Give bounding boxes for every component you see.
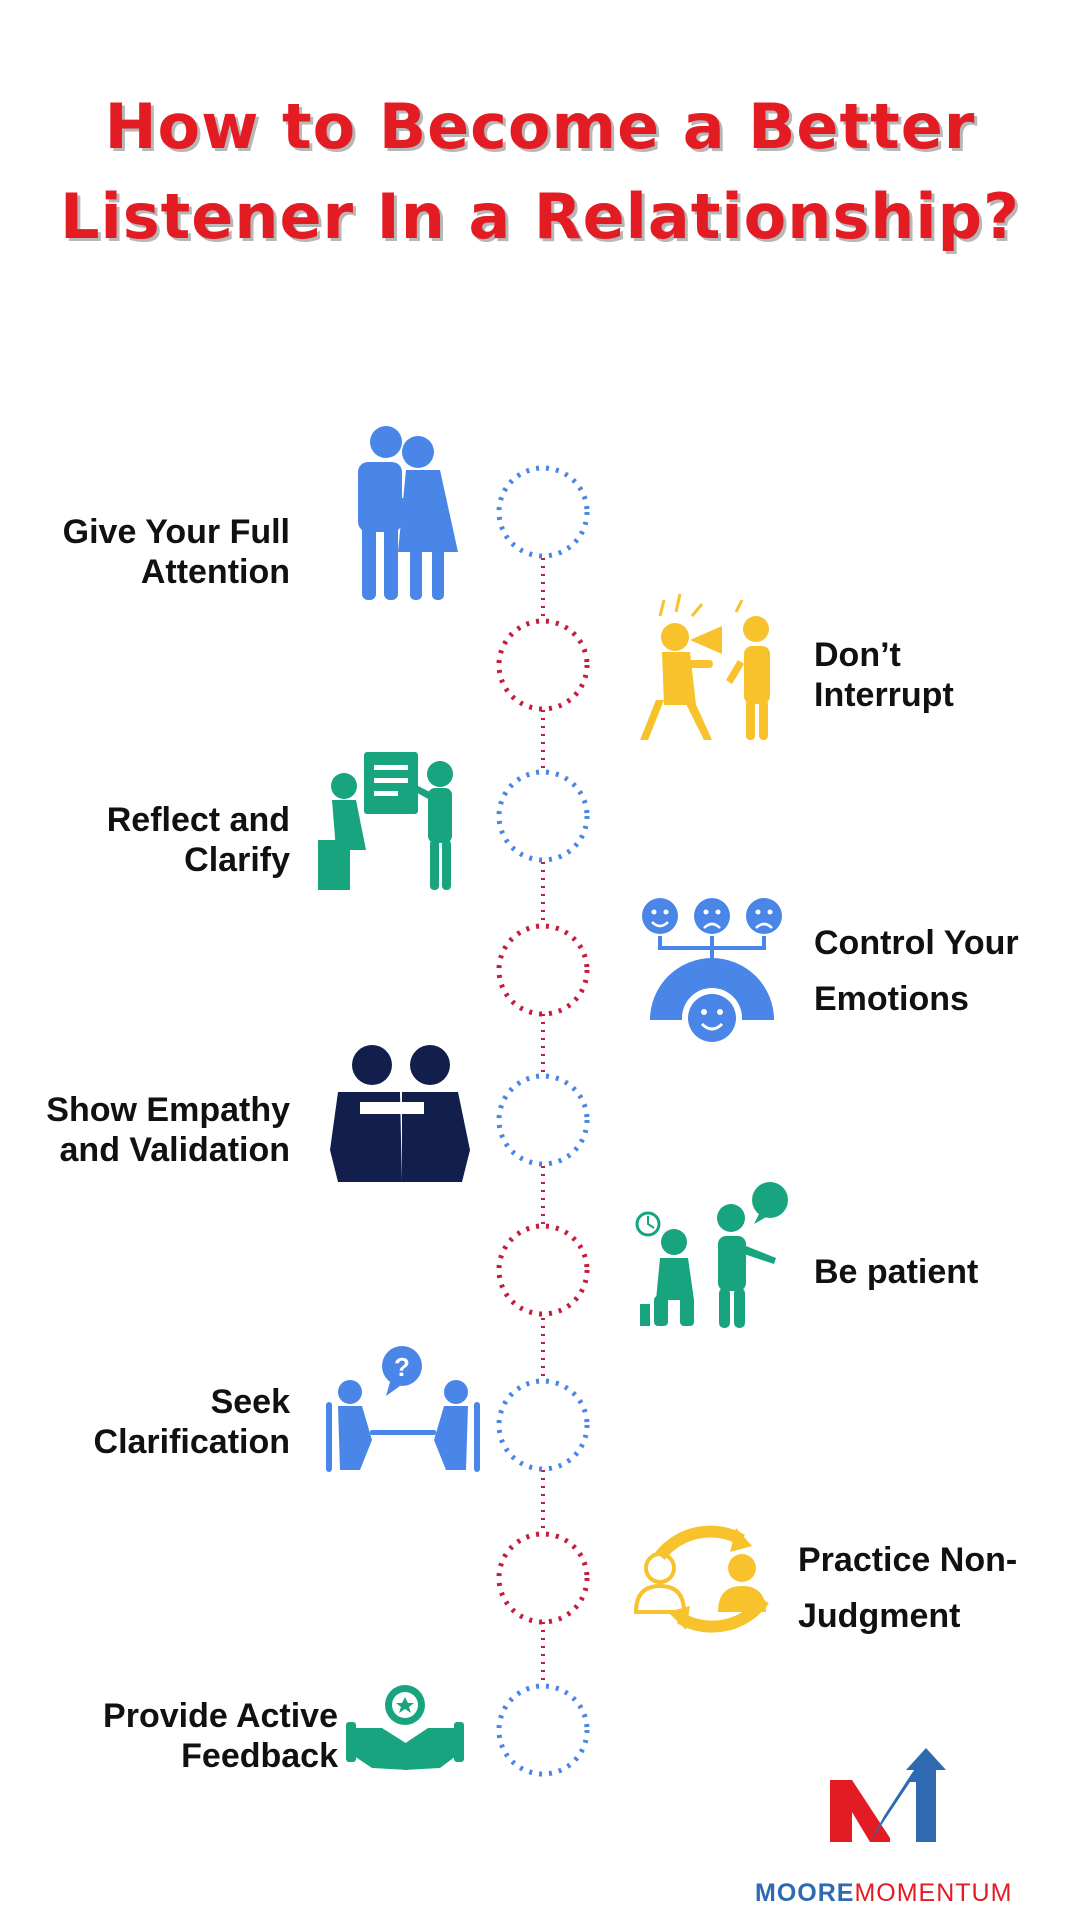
title-line-1: How to Become a Better [104,90,976,163]
presentation-board-icon [318,752,453,890]
title-line-2: Listener In a Relationship? [59,180,1021,253]
step-label-line: Be patient [814,1253,979,1291]
comforting-people-icon [330,1045,470,1182]
step-label-line: Seek [210,1383,290,1421]
svg-text:?: ? [394,1352,410,1382]
step-label-line: Provide Active [103,1697,338,1735]
timeline-ring [496,1683,590,1777]
exchange-people-icon [633,1525,769,1633]
step-label-line: Clarification [93,1423,290,1461]
question-conversation-icon: ? [326,1346,480,1472]
step-label-attention: Give Your Full Attention [20,512,290,592]
brand-part-2: MOMENTUM [854,1879,1013,1907]
step-label-reflect: Reflect and Clarify [20,800,290,880]
step-label-clarification: Seek Clarification [20,1382,290,1462]
handshake-badge-icon [346,1685,464,1770]
timeline-ring [496,465,590,559]
step-label-empathy: Show Empathy and Validation [10,1090,290,1170]
step-label-line: Reflect and [106,801,290,839]
timeline-ring [496,769,590,863]
waiting-people-icon [635,1182,788,1328]
step-label-line: Judgment [798,1597,961,1635]
mm-arrow-logo [830,1748,946,1842]
step-label-line: Clarify [184,841,290,879]
brand-wordmark: MOOREMOMENTUM [755,1879,1012,1908]
step-label-line: and Validation [59,1131,290,1169]
timeline-ring [496,1223,590,1317]
emotion-gauge-icon [642,898,782,1048]
timeline-ring [496,1073,590,1167]
step-label-line: Show Empathy [46,1091,290,1129]
step-label-non-judgment: Practice Non- Judgment [798,1532,1068,1644]
step-label-line: Feedback [181,1737,338,1775]
step-label-interrupt: Don’t Interrupt [814,635,1064,715]
step-label-line: Interrupt [814,676,954,714]
step-label-line: Don’t [814,636,901,674]
step-label-line: Control Your [814,924,1019,962]
shouting-megaphone-icon [640,593,770,740]
timeline-ring [496,1531,590,1625]
timeline-ring [496,1378,590,1472]
step-label-line: Give Your Full [62,513,290,551]
step-label-line: Attention [140,553,290,591]
step-label-patient: Be patient [814,1252,1064,1292]
couple-hug-icon [358,426,458,600]
brand-part-1: MOORE [755,1879,855,1907]
timeline-ring [496,618,590,712]
step-label-line: Emotions [814,980,969,1018]
step-label-line: Practice Non- [798,1541,1018,1579]
step-label-feedback: Provide Active Feedback [30,1696,338,1776]
timeline-ring [496,923,590,1017]
step-label-emotions: Control Your Emotions [814,915,1064,1027]
